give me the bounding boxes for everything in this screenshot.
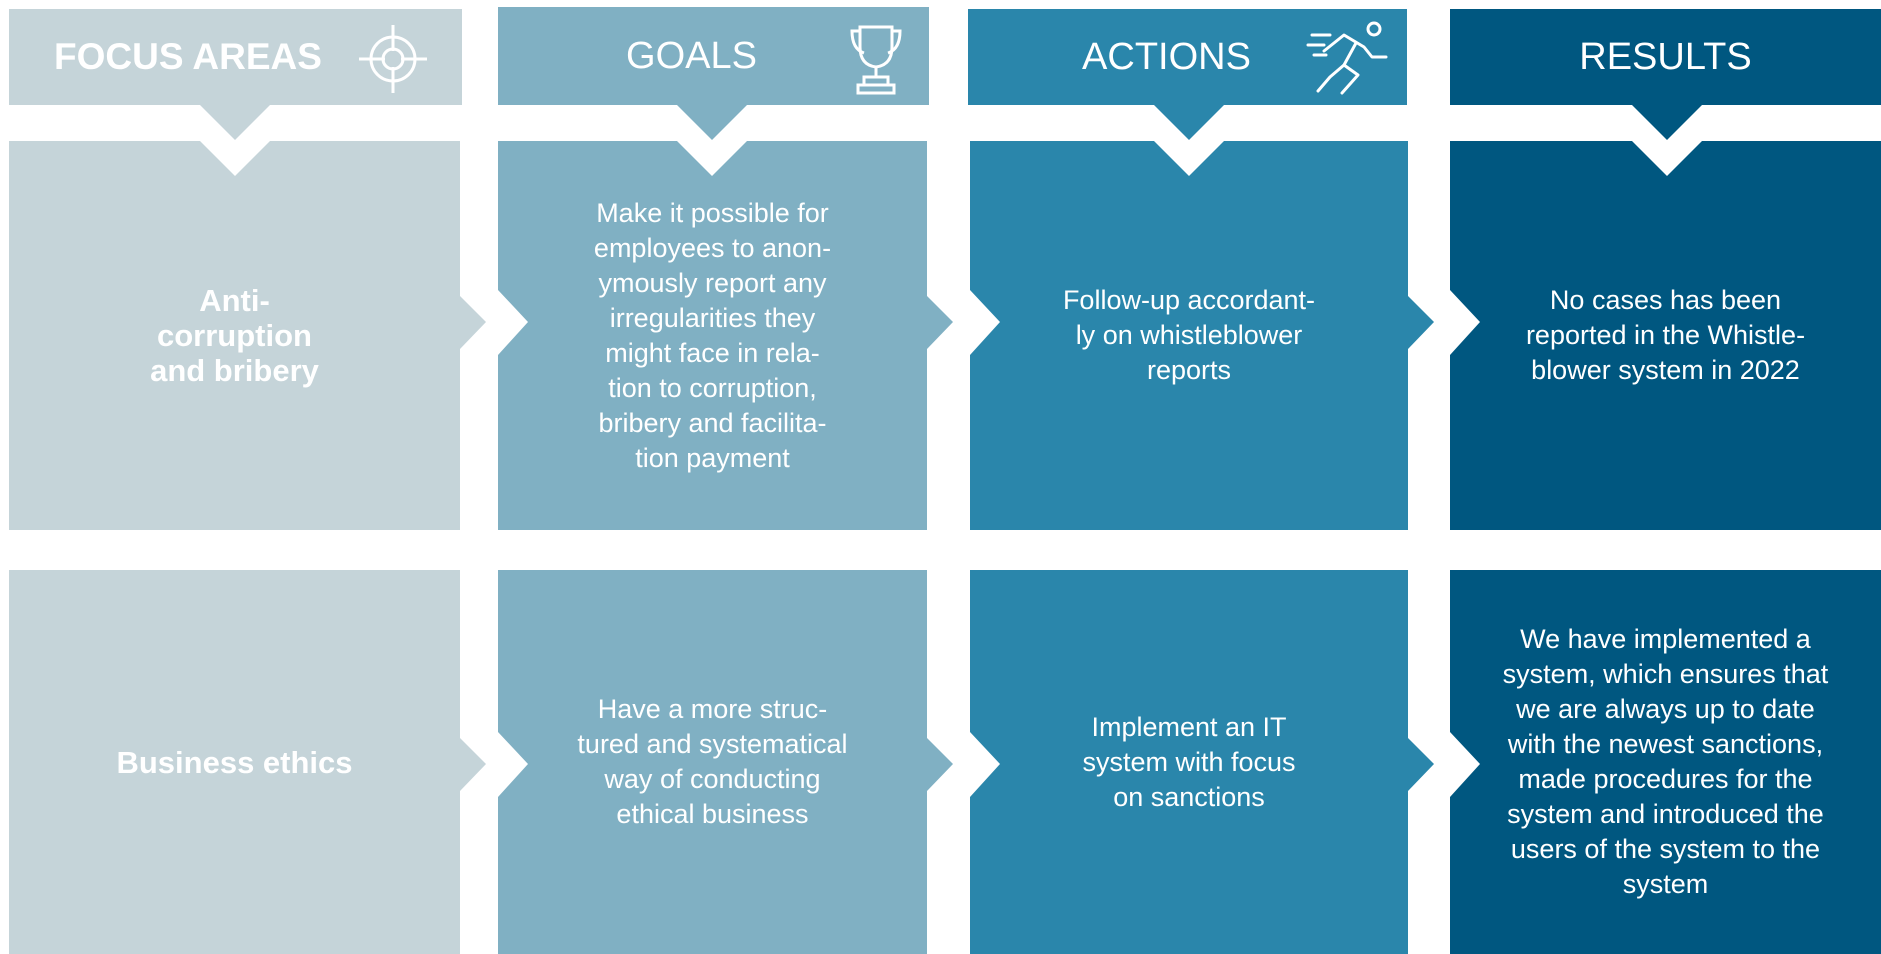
row-1-goal: Make it possible for employees to anon- …	[498, 141, 927, 530]
header-focus-areas-label: FOCUS AREAS	[54, 36, 322, 77]
chevron-row2-goals-notch	[498, 732, 528, 797]
chevron-row1-goals	[927, 296, 953, 349]
row-2-action: Implement an IT system with focus on san…	[970, 570, 1408, 954]
header-results: RESULTS	[1450, 9, 1881, 105]
down-notch-goals	[677, 141, 747, 176]
header-focus-areas: FOCUS AREAS	[9, 9, 462, 105]
trophy-icon	[850, 25, 902, 95]
row-1-focus-area: Anti- corruption and bribery	[9, 141, 460, 530]
down-notch-focus	[200, 141, 270, 176]
row-1-action: Follow-up accordant- ly on whistleblower…	[970, 141, 1408, 530]
row-1-action-text: Follow-up accordant- ly on whistleblower…	[1062, 285, 1316, 385]
row-1-goal-text: Make it possible for employees to anon- …	[593, 197, 832, 473]
row-2-action-text: Implement an IT system with focus on san…	[1082, 711, 1296, 812]
header-actions: ACTIONS	[968, 9, 1407, 105]
row-2-goal: Have a more struc- tured and systematica…	[498, 570, 927, 954]
down-arrow-results	[1632, 105, 1702, 140]
down-notch-actions	[1154, 141, 1224, 176]
row-1-result: No cases has been reported in the Whistl…	[1450, 141, 1881, 530]
row-2-focus-area-text: Business ethics	[116, 744, 353, 780]
chevron-row2-goals	[927, 738, 953, 791]
down-notch-results	[1632, 141, 1702, 176]
row-1-result-text: No cases has been reported in the Whistl…	[1525, 285, 1806, 385]
header-goals: GOALS	[498, 7, 929, 105]
row-2-focus-area: Business ethics	[9, 570, 460, 954]
chevron-row2-focus-fill	[460, 738, 486, 791]
chevron-row2-results-notch	[1450, 732, 1480, 797]
row-2-result: We have implemented a system, which ensu…	[1450, 570, 1881, 954]
chevron-row1-goals-notch	[498, 290, 528, 355]
row-1-focus-area-text: Anti- corruption and bribery	[150, 283, 319, 388]
header-actions-label: ACTIONS	[1082, 35, 1251, 78]
down-arrow-actions	[1154, 105, 1224, 140]
down-arrow-goals	[677, 105, 747, 140]
chevron-row1-actions	[1408, 296, 1434, 349]
chevron-row1-results-notch	[1450, 290, 1480, 355]
running-person-icon	[1306, 21, 1388, 95]
header-goals-label: GOALS	[626, 34, 757, 77]
row-2-goal-text: Have a more struc- tured and systematica…	[577, 694, 848, 829]
down-arrow-focus	[200, 105, 270, 140]
chevron-row2-actions	[1408, 738, 1434, 791]
row-2-result-text: We have implemented a system, which ensu…	[1502, 624, 1829, 899]
target-crosshair-icon	[359, 25, 427, 93]
chevron-row1-actions-notch	[970, 290, 1000, 355]
header-results-label: RESULTS	[1579, 35, 1752, 78]
chevron-row1-focus-fill	[460, 296, 486, 349]
chevron-row2-actions-notch	[970, 732, 1000, 797]
